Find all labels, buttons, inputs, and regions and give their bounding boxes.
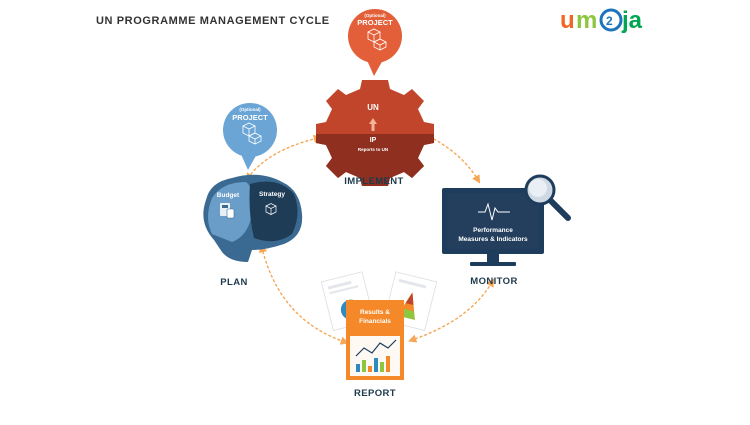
implement-label: IMPLEMENT xyxy=(344,176,404,187)
logo-ja: ja xyxy=(621,7,643,34)
monitor-line2: Measures & Indicators xyxy=(458,236,528,243)
plan-bubble-optional-label: (Optional) xyxy=(239,107,261,112)
arrow-plan-implement xyxy=(245,134,323,182)
monitor-line1: Performance xyxy=(473,227,513,234)
plan-label: PLAN xyxy=(220,277,247,288)
implement-gear: UN IP Reports to UN xyxy=(316,80,434,186)
magnifier-icon xyxy=(524,174,571,221)
budget-label: Budget xyxy=(217,192,240,199)
monitor-label: MONITOR xyxy=(470,276,517,287)
report-line2: Financials xyxy=(359,318,391,325)
gear-reports-label: Reports to UN xyxy=(358,147,388,152)
strategy-cubes-icon xyxy=(265,203,277,216)
logo-m: m xyxy=(576,7,597,34)
arrow-report-plan xyxy=(258,243,349,345)
monitor-screen: Performance Measures & Indicators xyxy=(442,174,571,266)
bar-line-chart-icon xyxy=(355,339,397,372)
report-label: REPORT xyxy=(354,388,396,399)
brain-right-lobe xyxy=(249,181,298,242)
plan-project-bubble: (Optional) PROJECT xyxy=(223,103,277,170)
umoja-logo: u m 2 ja xyxy=(560,7,643,34)
logo-ring-icon xyxy=(599,8,623,32)
plan-bubble-project-label: PROJECT xyxy=(232,113,268,122)
report-documents: Results & Financials xyxy=(320,271,438,380)
strategy-label: Strategy xyxy=(259,191,285,198)
calculator-icon xyxy=(220,203,235,219)
up-arrow-icon xyxy=(369,118,377,131)
results-report-doc: Results & Financials xyxy=(346,300,404,380)
cubes-icon xyxy=(367,28,387,51)
plan-brain: Budget Strategy xyxy=(203,174,303,262)
arrow-monitor-report xyxy=(408,278,495,343)
logo-2: 2 xyxy=(606,14,613,28)
plan-cubes-icon xyxy=(242,122,262,145)
implement-project-bubble: (Optional) PROJECT xyxy=(348,9,402,76)
bubble-project-label: PROJECT xyxy=(357,18,393,27)
page-title: UN PROGRAMME MANAGEMENT CYCLE xyxy=(96,15,330,27)
pulse-icon xyxy=(478,202,510,221)
bubble-optional-label: (Optional) xyxy=(364,13,386,18)
logo-u: u xyxy=(560,7,575,34)
gear-un-label: UN xyxy=(367,103,379,112)
report-line1: Results & xyxy=(360,309,390,316)
gear-ip-label: IP xyxy=(370,137,377,144)
